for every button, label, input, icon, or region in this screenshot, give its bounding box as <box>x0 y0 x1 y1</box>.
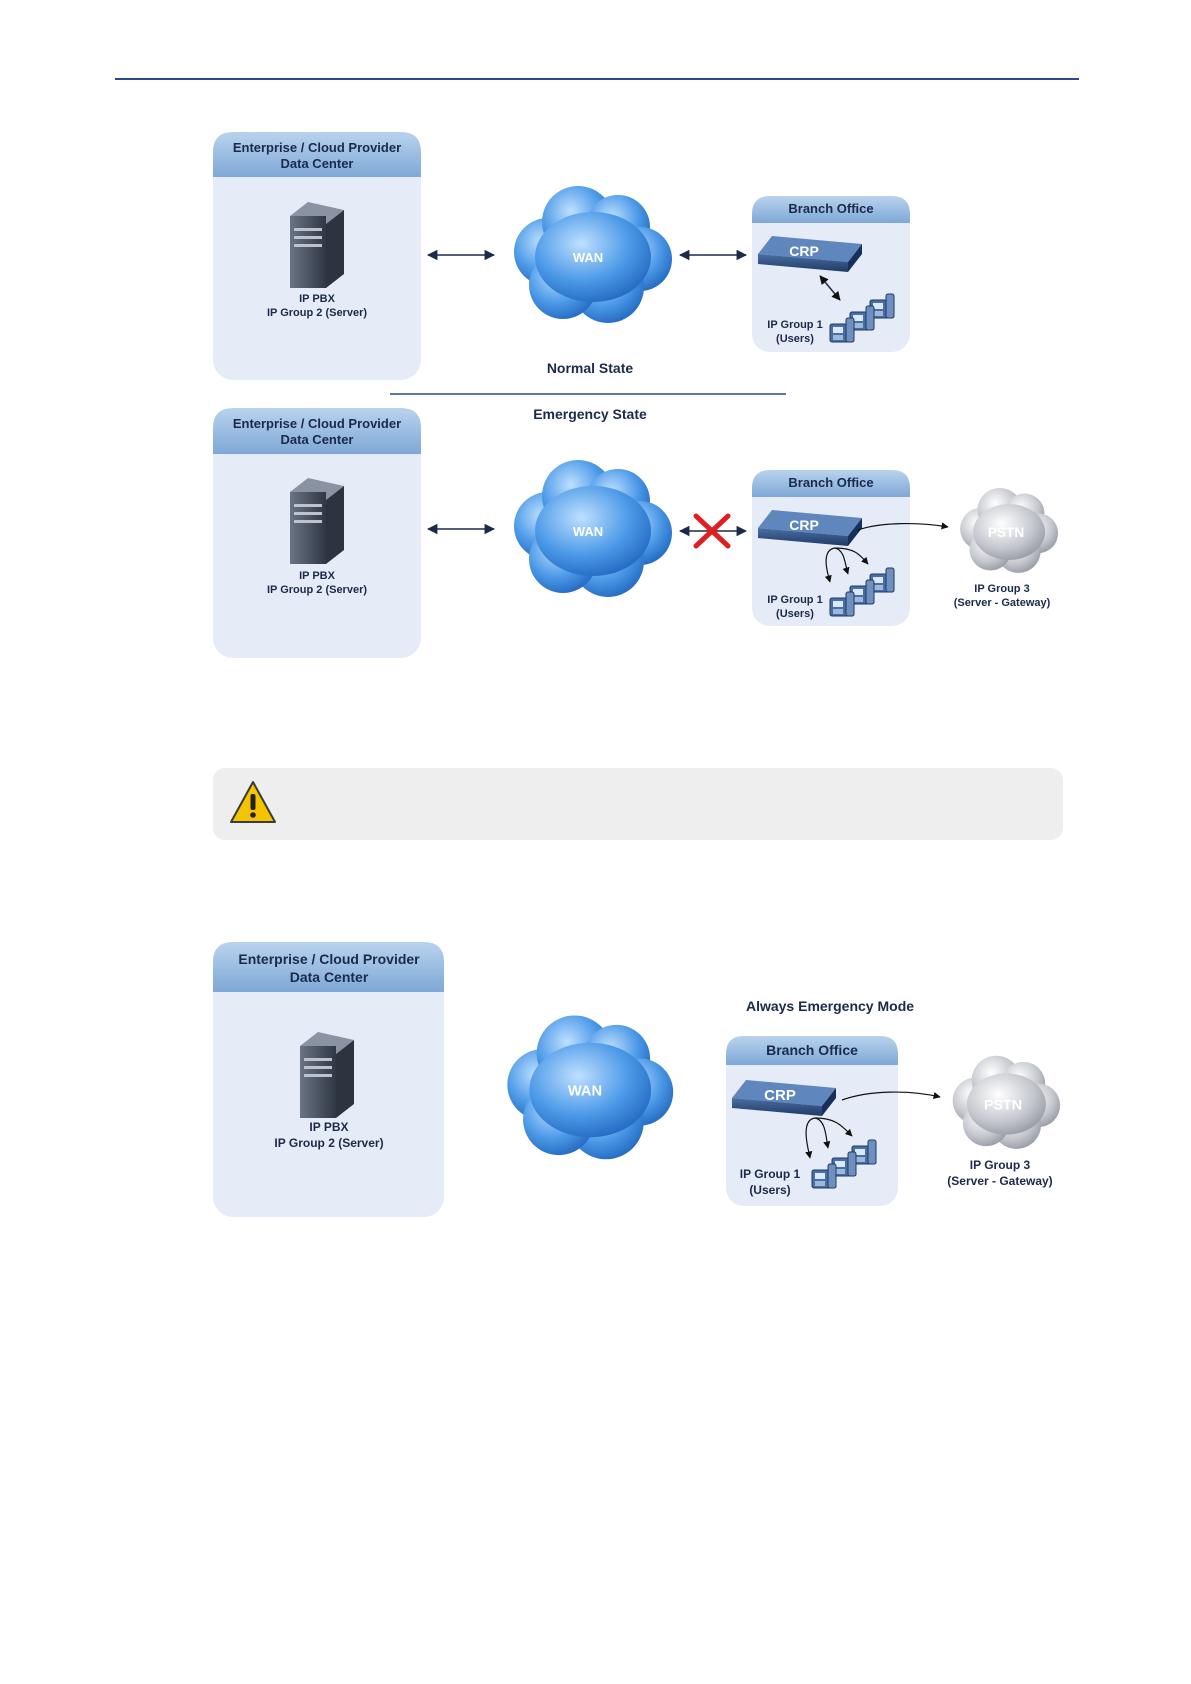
crp-local-call-arrow <box>834 547 850 575</box>
state-label-always-emergency: Always Emergency Mode <box>746 998 914 1014</box>
branch-office-title: Branch Office <box>766 1042 858 1058</box>
branch-office-title: Branch Office <box>788 475 873 490</box>
diagram-always-emergency: Enterprise / Cloud Provider Data Center … <box>213 942 1061 1217</box>
datacenter-title-line2: Data Center <box>281 156 354 171</box>
datacenter-panel: Enterprise / Cloud Provider Data Center … <box>213 942 444 1217</box>
server-label-line1: IP PBX <box>309 1120 348 1134</box>
crp-label: CRP <box>789 517 819 533</box>
datacenter-title-line2: Data Center <box>281 432 354 447</box>
server-label-line2: IP Group 2 (Server) <box>267 584 367 596</box>
pstn-group-line1: IP Group 3 <box>970 1158 1031 1172</box>
warning-note <box>213 768 1063 840</box>
datacenter-title-line1: Enterprise / Cloud Provider <box>233 416 401 431</box>
server-label-line2: IP Group 2 (Server) <box>267 307 367 319</box>
warning-icon <box>230 781 276 823</box>
users-label-line2: (Users) <box>749 1183 790 1197</box>
server-icon <box>300 1032 354 1118</box>
server-label-line1: IP PBX <box>299 570 336 582</box>
users-label-line2: (Users) <box>776 608 814 620</box>
crp-local-call-arrow <box>805 1117 816 1159</box>
wan-cloud: WAN <box>514 186 672 323</box>
link-failed-x-icon <box>693 513 731 549</box>
state-label-emergency: Emergency State <box>533 406 647 422</box>
pstn-group-line2: (Server - Gateway) <box>954 597 1051 609</box>
crp-local-call-arrow <box>834 547 869 565</box>
wan-cloud: WAN <box>507 1015 674 1160</box>
crp-local-call-arrow <box>814 1117 853 1137</box>
wan-label: WAN <box>573 524 603 539</box>
pstn-cloud: PSTN <box>952 1055 1061 1149</box>
pstn-group-line2: (Server - Gateway) <box>947 1174 1052 1188</box>
wan-cloud: WAN <box>514 460 672 597</box>
users-label-line1: IP Group 1 <box>740 1167 801 1181</box>
users-label-line2: (Users) <box>776 333 814 345</box>
users-label-line1: IP Group 1 <box>767 594 822 606</box>
branch-office-title: Branch Office <box>788 201 873 216</box>
state-label-normal: Normal State <box>547 360 634 376</box>
crp-pstn-arrow <box>841 1091 941 1101</box>
branch-office-panel: Branch Office CRP IP Group 1 (Users) <box>726 1036 898 1206</box>
wan-label: WAN <box>573 250 603 265</box>
crp-label: CRP <box>764 1087 796 1104</box>
branch-office-panel: Branch Office CRP IP Group 1 (Users) <box>752 470 910 626</box>
datacenter-title-line2: Data Center <box>290 969 369 985</box>
wan-label: WAN <box>568 1083 602 1099</box>
pstn-label: PSTN <box>988 525 1024 540</box>
server-icon <box>290 478 344 564</box>
diagram-emergency-state: Emergency State Enterprise / Cloud Provi… <box>213 406 1059 658</box>
users-label-line1: IP Group 1 <box>767 319 822 331</box>
crp-local-call-arrow <box>814 1117 831 1149</box>
pstn-group-line1: IP Group 3 <box>974 583 1029 595</box>
datacenter-title-line1: Enterprise / Cloud Provider <box>233 140 401 155</box>
datacenter-panel: Enterprise / Cloud Provider Data Center … <box>213 408 421 658</box>
crp-label: CRP <box>789 243 819 259</box>
datacenter-title-line1: Enterprise / Cloud Provider <box>238 951 420 967</box>
pstn-cloud: PSTN <box>960 487 1059 573</box>
server-label-line2: IP Group 2 (Server) <box>274 1136 383 1150</box>
crp-users-arrow <box>819 275 841 301</box>
datacenter-panel: Enterprise / Cloud Provider Data Center … <box>213 132 421 380</box>
branch-office-panel: Branch Office CRP IP Group 1 (Users) <box>752 196 910 352</box>
crp-pstn-arrow <box>857 522 949 531</box>
diagram-normal-state: Enterprise / Cloud Provider Data Center … <box>213 132 910 380</box>
pstn-label: PSTN <box>984 1097 1022 1113</box>
server-label-line1: IP PBX <box>299 293 336 305</box>
header-rule <box>115 78 1079 80</box>
server-icon <box>290 202 344 288</box>
crp-local-call-arrow <box>824 547 836 583</box>
